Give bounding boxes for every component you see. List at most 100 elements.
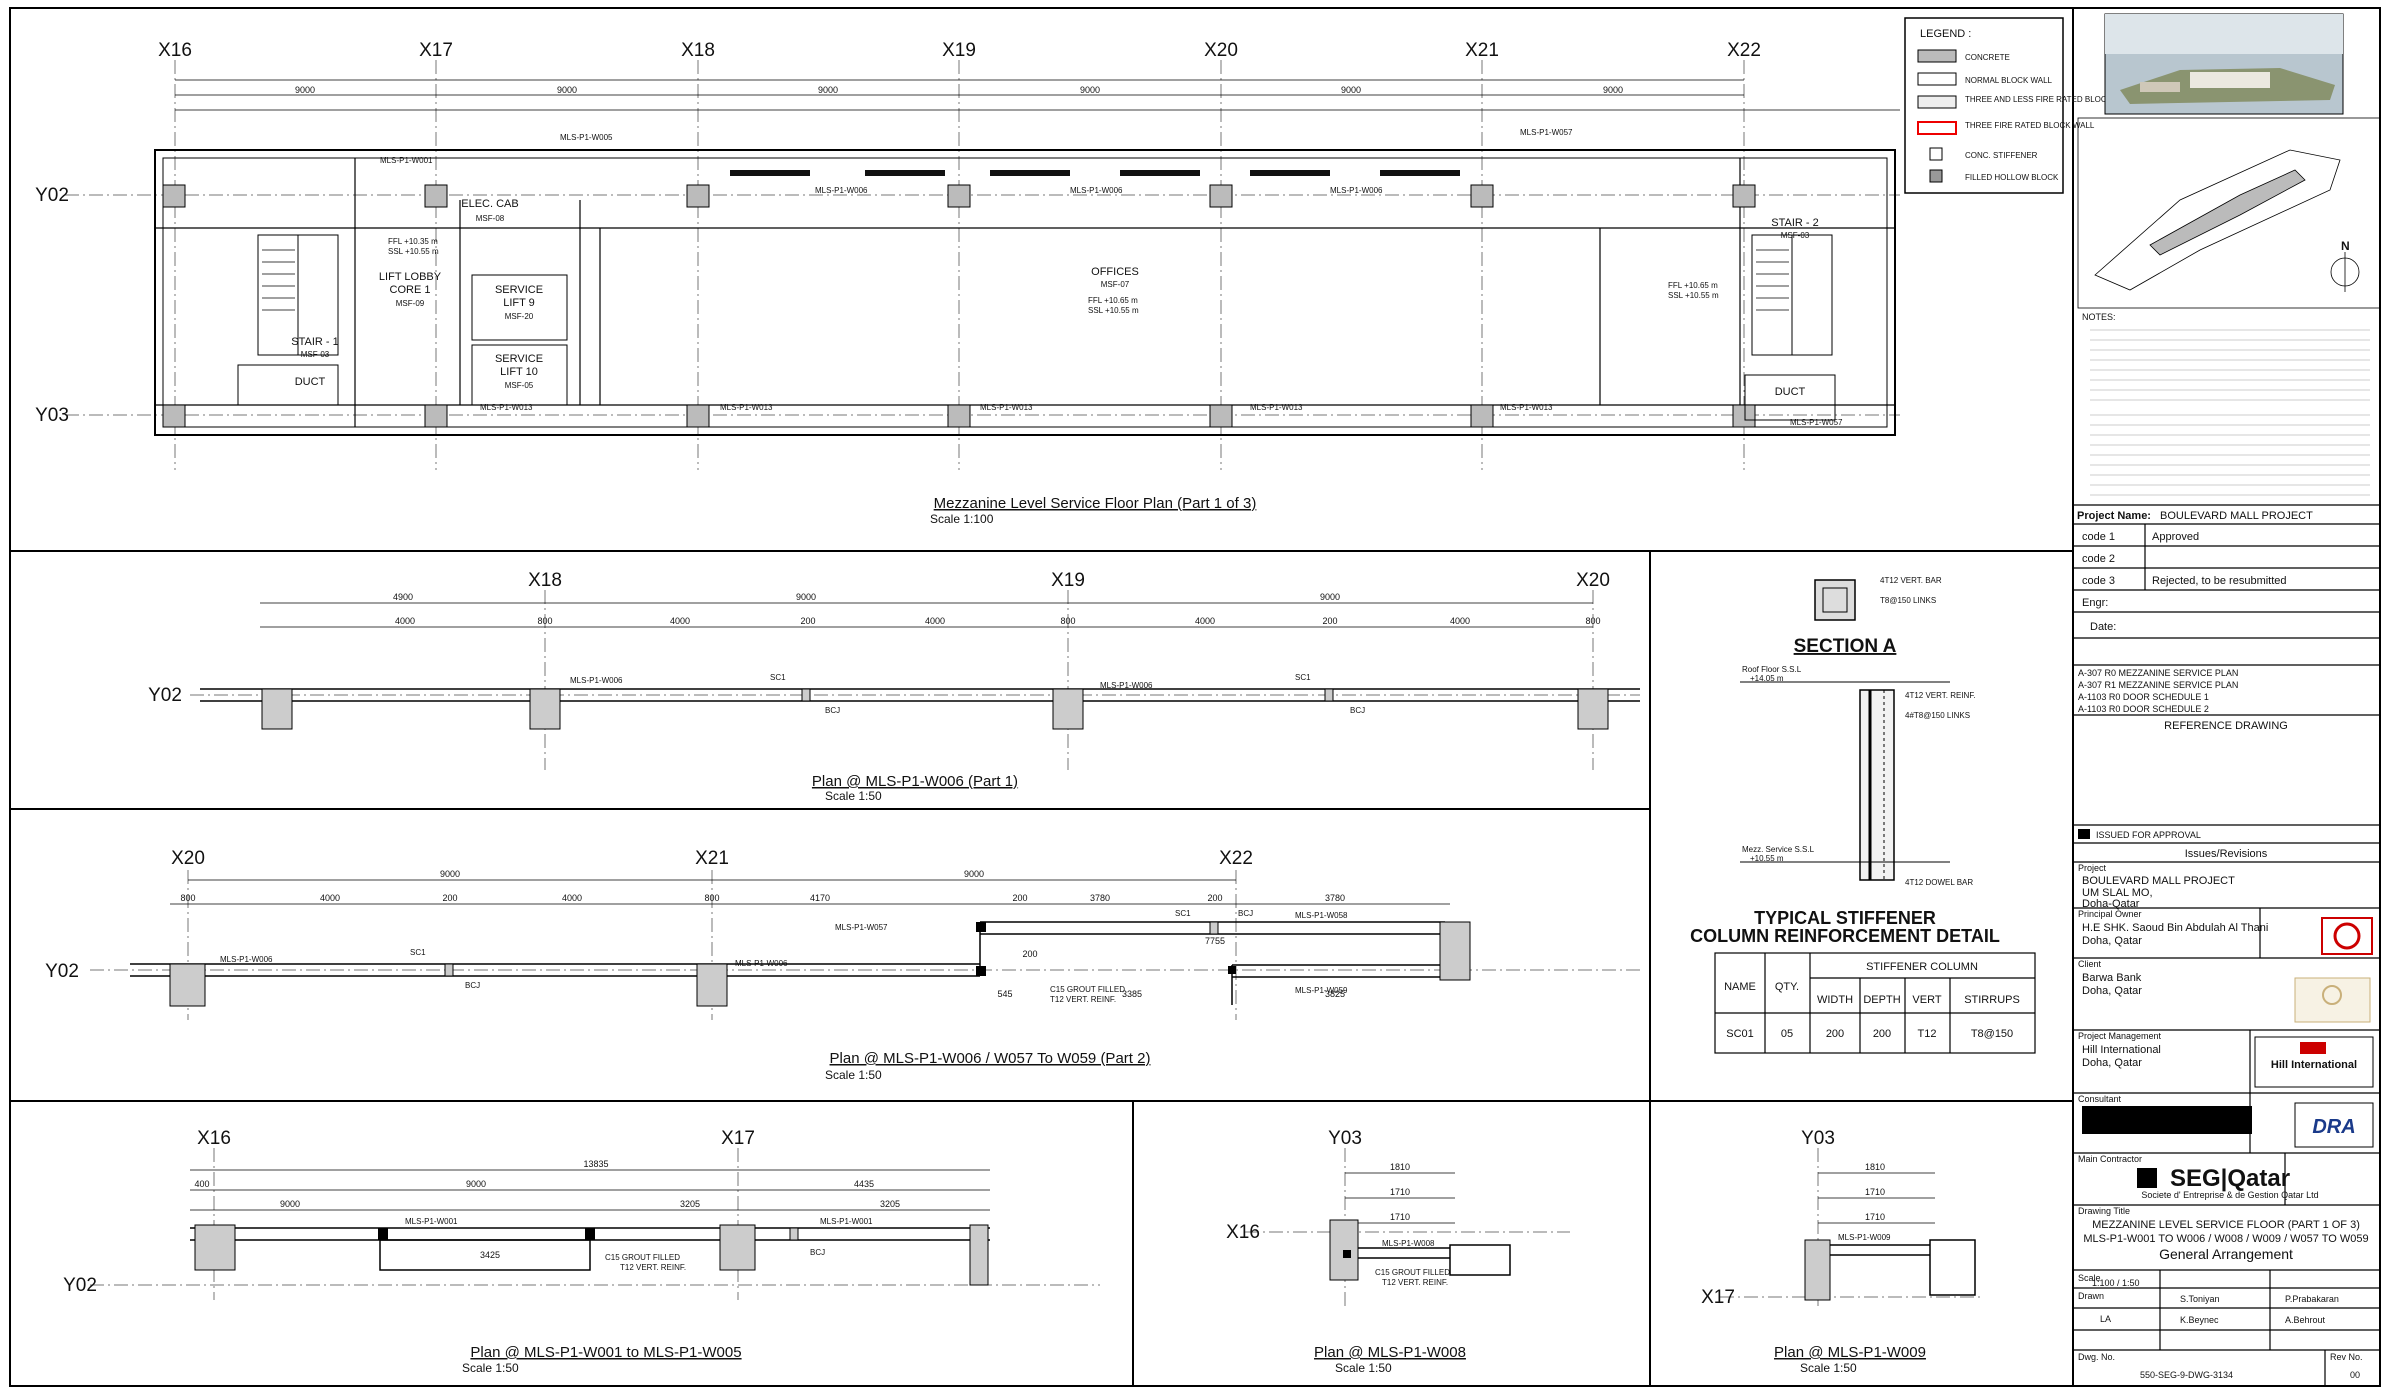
- section-a-detail: 4T12 VERT. BAR T8@150 LINKS SECTION A Ro…: [1690, 576, 2036, 1054]
- w009-dim: 1710: [1865, 1212, 1885, 1222]
- project-line: Doha-Qatar: [2082, 898, 2140, 910]
- table-header: WIDTH: [1817, 994, 1853, 1006]
- p1-tag: SC1: [770, 673, 786, 682]
- part3-title: Plan @ MLS-P1-W001 to MLS-P1-W005: [470, 1344, 741, 1361]
- p1-dim-mid: 800: [537, 616, 552, 626]
- p3-tag: BCJ: [810, 1248, 825, 1257]
- hill-logo-text: Hill International: [2271, 1059, 2357, 1071]
- p1-tag: SC1: [1295, 673, 1311, 682]
- pm-label: Project Management: [2078, 1031, 2162, 1041]
- checked-value: S.Toniyan: [2180, 1294, 2220, 1304]
- code-label: code 1: [2082, 531, 2115, 543]
- room-stair2-tag: MSF-03: [1781, 231, 1810, 240]
- dim-top-5: 9000: [1603, 85, 1623, 95]
- legend: LEGEND : CONCRETE NORMAL BLOCK WALL THRE…: [1904, 17, 2136, 194]
- wall-tag: MLS-P1-W001: [380, 156, 433, 165]
- dim-top-4: 9000: [1341, 85, 1361, 95]
- project-name-label: Project Name:: [2077, 510, 2151, 522]
- part3-scale: Scale 1:50: [462, 1361, 519, 1375]
- room-stair1: STAIR - 1: [291, 336, 338, 348]
- main-plan-title: Mezzanine Level Service Floor Plan (Part…: [934, 495, 1257, 512]
- scale-label: Scale: [2078, 1273, 2101, 1283]
- w008-dim: 1710: [1390, 1212, 1410, 1222]
- section-links2: 4#T8@150 LINKS: [1905, 711, 1970, 720]
- project-name-value: BOULEVARD MALL PROJECT: [2160, 510, 2313, 522]
- code-label: code 3: [2082, 575, 2115, 587]
- p2-tag: SC1: [1175, 909, 1191, 918]
- table-header: STIRRUPS: [1964, 994, 2020, 1006]
- legend-item: THREE FIRE RATED BLOCK WALL: [1965, 121, 2095, 130]
- p1-dim-top: 9000: [1320, 592, 1340, 602]
- title-block: N NOTES:: [2073, 13, 2381, 1386]
- drawing-title-label: Drawing Title: [2078, 1206, 2130, 1216]
- principal-line: H.E SHK. Saoud Bin Abdulah Al Thani: [2082, 922, 2268, 934]
- client-logo-icon: [2294, 977, 2371, 1023]
- project-label: Project: [2078, 863, 2107, 873]
- section-links: T8@150 LINKS: [1880, 596, 1936, 605]
- p3-tag: MLS-P1-W001: [405, 1217, 458, 1226]
- p3-dim-mid: 400: [194, 1179, 209, 1189]
- p2-dim-mid: 200: [1207, 893, 1222, 903]
- room-service-lift9-b: LIFT 9: [503, 297, 535, 309]
- redacted-block: [2082, 1106, 2252, 1134]
- principal-label: Principal Owner: [2078, 909, 2142, 919]
- engr-label: Engr:: [2082, 597, 2108, 609]
- dim-top-2: 9000: [818, 85, 838, 95]
- reference-row: A-1103 R0 DOOR SCHEDULE 2: [2078, 704, 2209, 714]
- legend-item: CONC. STIFFENER: [1965, 151, 2038, 160]
- issues-heading: Issues/Revisions: [2185, 848, 2268, 860]
- key-plan-image: [2077, 117, 2381, 309]
- section-title: SECTION A: [1794, 636, 1897, 657]
- table-header: QTY.: [1775, 981, 1799, 993]
- dim-top-3: 9000: [1080, 85, 1100, 95]
- grid-label-y03: Y03: [1328, 1128, 1362, 1149]
- table-cell: T8@150: [1971, 1028, 2013, 1040]
- main-wall-tags: MLS-P1-W001 MLS-P1-W005 MLS-P1-W006 MLS-…: [380, 128, 1843, 427]
- client-line: Doha, Qatar: [2082, 985, 2142, 997]
- room-service-lift10: SERVICE: [495, 353, 543, 365]
- grid-label-x20: X20: [1204, 40, 1238, 61]
- room-offices: OFFICES: [1091, 266, 1139, 278]
- grid-label-x19: X19: [1051, 570, 1085, 591]
- wall-tag: MLS-P1-W013: [480, 403, 533, 412]
- main-level-tags: FFL +10.35 m SSL +10.55 m FFL +10.65 m S…: [388, 237, 1719, 315]
- grid-label-x16: X16: [1226, 1222, 1260, 1243]
- room-stair1-tag: MSF-03: [301, 350, 330, 359]
- grid-label-x22: X22: [1727, 40, 1761, 61]
- main-room-labels: ELEC. CAB MSF-08 LIFT LOBBY CORE 1 MSF-0…: [291, 198, 1818, 398]
- p2-dim-sub: 3385: [1122, 989, 1142, 999]
- main-contractor-label: Main Contractor: [2078, 1154, 2142, 1164]
- p3-dim-mid: 4435: [854, 1179, 874, 1189]
- wall-tag: MLS-P1-W057: [1520, 128, 1573, 137]
- code-desc: Rejected, to be resubmitted: [2152, 575, 2287, 587]
- p2-tag: MLS-P1-W058: [1295, 911, 1348, 920]
- seg-logo-text: SEG|Qatar: [2170, 1165, 2290, 1192]
- room-lift-lobby: LIFT LOBBY: [379, 271, 442, 283]
- plan-part3: X16 X17 Y02 13835 400 9000 4435 9000 320…: [63, 1128, 1100, 1375]
- rev-label: Rev No.: [2330, 1352, 2363, 1362]
- p3-dim-top: 13835: [583, 1159, 608, 1169]
- wall-tag: MLS-P1-W013: [1250, 403, 1303, 412]
- seg-subtitle: Societe d' Entreprise & de Gestion Qatar…: [2141, 1190, 2318, 1200]
- grid-label-y02: Y02: [35, 185, 69, 206]
- room-core: CORE 1: [390, 284, 431, 296]
- stiffener-table: [1714, 952, 2036, 1054]
- legend-item: FILLED HOLLOW BLOCK: [1965, 173, 2059, 182]
- room-elec-tag: MSF-08: [476, 214, 505, 223]
- room-service-lift10-b: LIFT 10: [500, 366, 538, 378]
- part1-scale: Scale 1:50: [825, 789, 882, 803]
- p2-dim-sub: 3825: [1325, 989, 1345, 999]
- legend-item: THREE AND LESS FIRE RATED BLOCK WALL: [1965, 95, 2136, 104]
- p2-dim-mid: 800: [180, 893, 195, 903]
- grid-label-x21: X21: [1465, 40, 1499, 61]
- p3-dim-low: 3205: [680, 1199, 700, 1209]
- p2-dim-sub: 7755: [1205, 936, 1225, 946]
- dim-top-1: 9000: [557, 85, 577, 95]
- w009-dim: 1810: [1865, 1162, 1885, 1172]
- table-header: DEPTH: [1863, 994, 1900, 1006]
- wall-tag: MLS-P1-W006: [815, 186, 868, 195]
- grid-label-x19: X19: [942, 40, 976, 61]
- reference-row: A-1103 R0 DOOR SCHEDULE 1: [2078, 692, 2209, 702]
